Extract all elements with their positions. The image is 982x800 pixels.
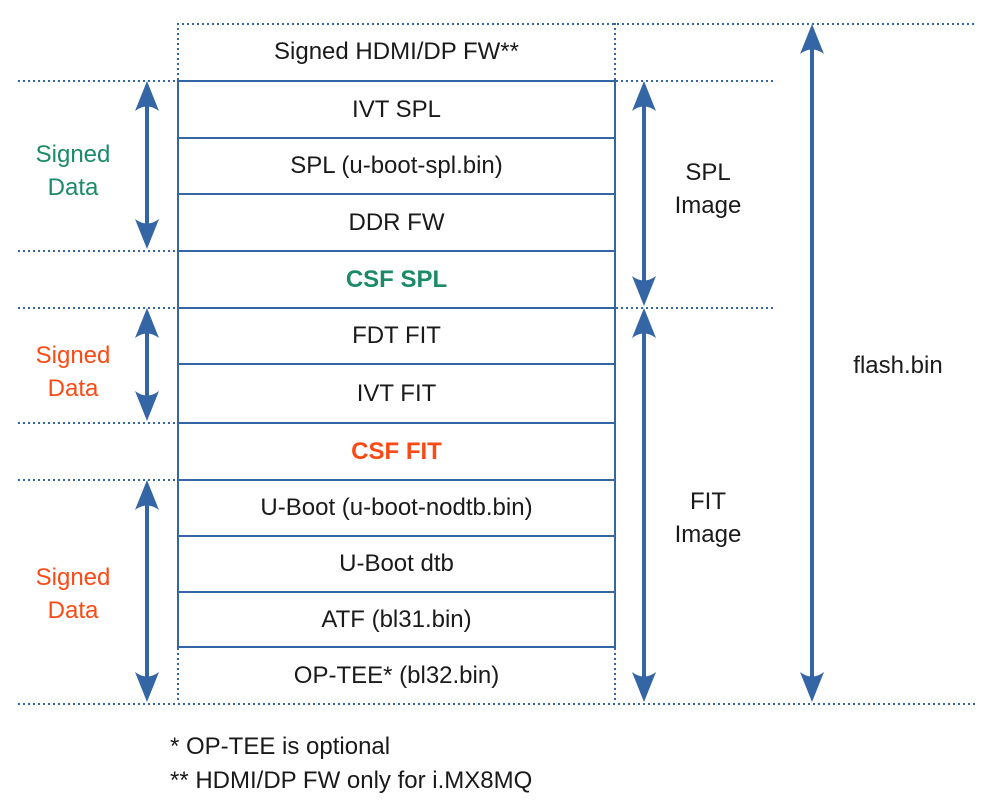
dotted-line-uboot-signed-top-left bbox=[18, 479, 177, 481]
footnotes: * OP-TEE is optional ** HDMI/DP FW only … bbox=[170, 730, 532, 798]
row-ivt-spl: IVT SPL bbox=[177, 80, 616, 137]
row-ivt-fit: IVT FIT bbox=[177, 363, 616, 422]
signed-data-spl-label: Signed Data bbox=[35, 141, 111, 201]
signed-data-fit-payload-arrow bbox=[135, 480, 159, 702]
row-label: IVT SPL bbox=[352, 95, 441, 123]
footnote-hdmi: ** HDMI/DP FW only for i.MX8MQ bbox=[170, 767, 533, 794]
signed-data-fit-header-arrow bbox=[135, 308, 159, 421]
dotted-line-fit-signed-top-left bbox=[18, 307, 177, 309]
spl-image-label: SPL Image bbox=[674, 159, 742, 219]
signed-data-fit-payload-label: Signed Data bbox=[35, 564, 111, 624]
fit-image-arrow bbox=[632, 308, 656, 702]
row-label: Signed HDMI/DP FW** bbox=[274, 37, 519, 65]
row-label: U-Boot dtb bbox=[339, 550, 454, 577]
dotted-edge-optee-right bbox=[614, 648, 616, 703]
dotted-edge-hdmi-right bbox=[614, 23, 616, 80]
row-fdt-fit: FDT FIT bbox=[177, 307, 616, 363]
row-csf-spl: CSF SPL bbox=[177, 250, 616, 307]
spl-image-arrow bbox=[632, 81, 656, 306]
row-label: U-Boot (u-boot-nodtb.bin) bbox=[260, 494, 533, 521]
row-ddr-fw: DDR FW bbox=[177, 193, 616, 250]
row-u-boot-dtb: U-Boot dtb bbox=[177, 535, 616, 591]
footnote-optee: * OP-TEE is optional bbox=[170, 733, 391, 760]
dotted-line-spl-signed-top-left bbox=[18, 80, 177, 82]
dotted-line-spl-image-bottom-right bbox=[616, 307, 773, 309]
row-label: SPL (u-boot-spl.bin) bbox=[290, 152, 503, 179]
row-signed-hdmi-fw: Signed HDMI/DP FW** bbox=[177, 23, 616, 80]
row-label: FDT FIT bbox=[352, 322, 441, 349]
row-u-boot: U-Boot (u-boot-nodtb.bin) bbox=[177, 479, 616, 535]
dotted-line-spl-image-top-right bbox=[616, 80, 773, 82]
dotted-line-fit-signed-bottom-left bbox=[18, 422, 177, 424]
row-op-tee: OP-TEE* (bl32.bin) bbox=[177, 648, 616, 703]
dotted-edge-hdmi-left bbox=[177, 23, 179, 80]
row-label: CSF FIT bbox=[351, 437, 442, 465]
row-csf-fit: CSF FIT bbox=[177, 422, 616, 479]
row-spl: SPL (u-boot-spl.bin) bbox=[177, 137, 616, 193]
dotted-line-flash-top bbox=[177, 23, 977, 25]
dotted-edge-optee-left bbox=[177, 648, 179, 703]
fit-image-label: FIT Image bbox=[674, 488, 742, 548]
flash-bin-label: flash.bin bbox=[853, 352, 943, 379]
row-label: ATF (bl31.bin) bbox=[321, 605, 472, 633]
signed-data-spl-arrow bbox=[135, 81, 159, 249]
row-label: DDR FW bbox=[348, 208, 445, 236]
signed-data-fit-header-label: Signed Data bbox=[35, 342, 111, 402]
flash-bin-arrow bbox=[800, 24, 824, 702]
row-label: IVT FIT bbox=[356, 379, 437, 407]
row-label: CSF SPL bbox=[345, 265, 448, 293]
row-label: OP-TEE* (bl32.bin) bbox=[293, 661, 500, 689]
dotted-line-flash-bottom bbox=[18, 703, 975, 705]
dotted-line-spl-signed-bottom-left bbox=[18, 250, 177, 252]
row-atf: ATF (bl31.bin) bbox=[177, 591, 616, 648]
